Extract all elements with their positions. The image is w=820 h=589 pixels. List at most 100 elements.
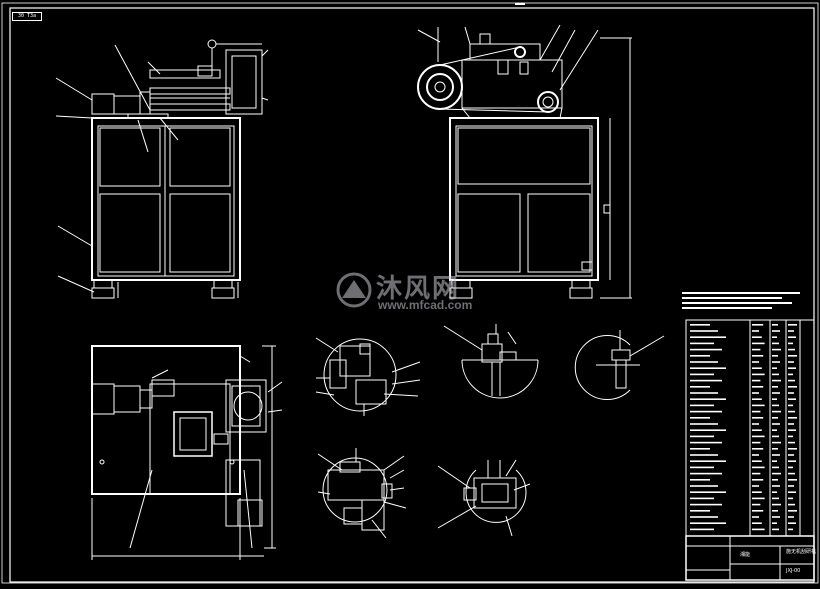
bom-row-mark xyxy=(788,429,796,431)
bom-row-mark xyxy=(690,379,722,382)
bom-row-mark xyxy=(752,503,761,506)
bom-row-mark xyxy=(772,528,779,531)
bom-row-mark xyxy=(752,348,761,351)
bom-row-mark xyxy=(752,336,762,338)
bom-row-mark xyxy=(690,491,726,493)
bom-row-mark xyxy=(772,448,778,450)
bom-row-mark xyxy=(772,373,779,376)
bom-row-mark xyxy=(788,367,796,369)
bom-table xyxy=(685,319,815,537)
bom-row-mark xyxy=(690,497,714,500)
bom-row-mark xyxy=(752,441,761,444)
bom-row-mark xyxy=(752,355,764,357)
bom-row-mark xyxy=(752,448,764,450)
bom-row-mark xyxy=(690,460,726,462)
bom-row-mark xyxy=(788,503,795,506)
watermark-logo-icon xyxy=(336,272,372,308)
bom-row-mark xyxy=(690,423,718,425)
bom-row-mark xyxy=(788,423,794,425)
bom-row-mark xyxy=(690,479,710,481)
bom-row-mark xyxy=(772,429,777,431)
bom-row-mark xyxy=(772,330,780,332)
bom-row-mark xyxy=(788,342,793,345)
bom-row-mark xyxy=(772,503,781,506)
bom-row-mark xyxy=(690,516,718,518)
watermark-url: www.mfcad.com xyxy=(378,298,473,312)
bom-row-mark xyxy=(772,435,779,438)
bom-row-mark xyxy=(690,417,710,419)
bom-row-mark xyxy=(752,485,759,487)
bom-row-mark xyxy=(690,454,718,456)
bom-row-mark xyxy=(690,404,714,407)
bom-row-mark xyxy=(690,522,726,524)
bom-row-mark xyxy=(690,528,714,531)
bom-row-mark xyxy=(690,429,726,431)
bom-row-mark xyxy=(788,392,794,394)
bom-row-mark xyxy=(690,386,710,388)
bom-row-mark xyxy=(772,336,777,338)
detail-3 xyxy=(574,330,665,400)
bom-row-mark xyxy=(788,417,797,419)
bom-row-mark xyxy=(772,386,778,388)
bom-row-mark xyxy=(772,404,779,407)
bom-row-mark xyxy=(690,336,726,338)
top-view xyxy=(91,345,283,560)
bom-row-mark xyxy=(690,441,722,444)
bom-row-mark xyxy=(772,479,778,481)
bom-row-mark xyxy=(788,379,795,382)
side-view xyxy=(417,24,632,299)
bom-row-mark xyxy=(772,423,780,425)
bom-row-mark xyxy=(690,466,714,469)
bom-row-mark xyxy=(772,491,777,493)
bom-row-mark xyxy=(752,342,765,345)
bom-row-mark xyxy=(752,429,762,431)
bom-row-mark xyxy=(788,348,795,351)
watermark-name: 沐风网 xyxy=(376,274,461,304)
watermark: 沐风网 www.mfcad.com xyxy=(332,268,492,316)
bom-row-mark xyxy=(752,528,765,531)
bom-row-mark xyxy=(772,324,778,326)
bom-row-mark xyxy=(690,410,722,413)
bom-row-mark xyxy=(690,485,718,487)
bom-row-mark xyxy=(752,479,764,481)
detail-5 xyxy=(437,459,531,537)
bom-row-mark xyxy=(788,460,796,462)
bom-row-mark xyxy=(752,460,762,462)
bom-row-mark xyxy=(772,497,779,500)
bom-row-mark xyxy=(788,497,793,500)
bom-row-mark xyxy=(772,460,777,462)
bom-row-mark xyxy=(752,404,765,407)
bom-row-mark xyxy=(788,510,797,512)
bom-row-mark xyxy=(788,528,793,531)
bom-row-mark xyxy=(752,522,762,524)
bom-row-mark xyxy=(772,466,779,469)
bom-row-mark xyxy=(752,454,759,456)
bom-row-mark xyxy=(752,497,765,500)
bom-row-mark xyxy=(690,392,718,394)
bom-row-mark xyxy=(752,410,761,413)
bom-row-mark xyxy=(788,398,796,400)
bom-row-mark xyxy=(752,417,764,419)
bom-row-mark xyxy=(752,423,759,425)
bom-row-mark xyxy=(690,342,714,345)
bom-row-mark xyxy=(788,435,793,438)
bom-row-mark xyxy=(752,392,759,394)
bom-row-mark xyxy=(752,324,764,326)
bom-row-mark xyxy=(690,510,710,512)
bom-row-mark xyxy=(772,367,777,369)
bom-row-mark xyxy=(772,355,778,357)
detail-2 xyxy=(443,324,539,399)
bom-rows xyxy=(690,324,797,531)
bom-row-mark xyxy=(788,441,795,444)
bom-row-mark xyxy=(788,479,797,481)
detail-4 xyxy=(317,448,407,539)
title-block-drawing-no: JXJ-00 xyxy=(786,568,801,574)
bom-row-mark xyxy=(690,398,726,400)
bom-row-mark xyxy=(788,491,796,493)
bom-row-mark xyxy=(772,522,777,524)
bom-row-mark xyxy=(690,373,714,376)
bom-row-mark xyxy=(690,324,710,326)
bom-row-mark xyxy=(772,516,780,518)
